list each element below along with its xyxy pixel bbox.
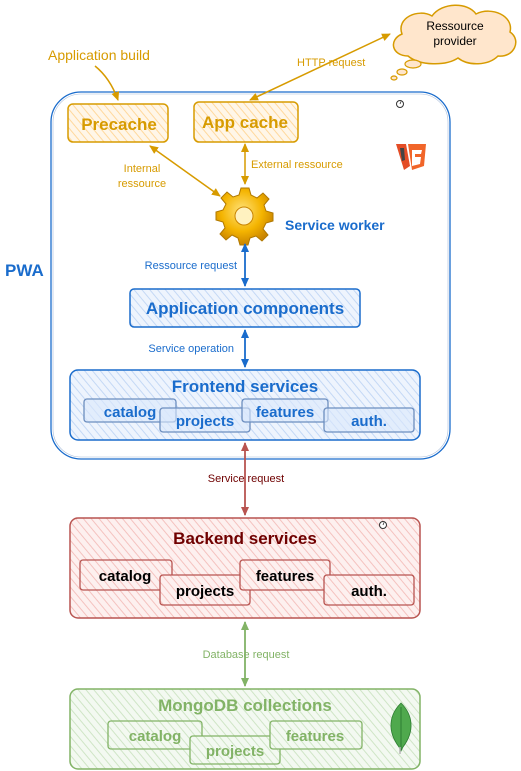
mongo-module-features-label: features: [286, 728, 344, 745]
mongo-module-catalog: catalog: [107, 720, 203, 750]
application-components-box: Application components: [129, 288, 361, 328]
backend-module-projects: projects: [159, 574, 251, 606]
external-ressource-label: External ressource: [251, 159, 343, 171]
frontend-module-catalog-label: catalog: [104, 404, 157, 421]
http-request-label: HTTP request: [297, 57, 365, 69]
frontend-module-auth: auth.: [323, 407, 415, 433]
service-worker-label: Service worker: [285, 217, 385, 233]
frontend-module-features: features: [241, 398, 329, 423]
backend-clock-icon: [379, 521, 387, 529]
frontend-module-auth-label: auth.: [351, 413, 387, 430]
internal-ressource-label-line1: Internal: [124, 163, 161, 175]
ressource-provider-cloud: Ressource provider: [390, 4, 517, 81]
database-request-label: Database request: [203, 649, 290, 661]
pwa-clock-icon: [396, 100, 404, 108]
backend-module-features-label: features: [256, 568, 314, 585]
backend-module-auth-label: auth.: [351, 583, 387, 600]
app-cache-box: App cache: [193, 101, 299, 143]
ressource-provider-label-line1: Ressource: [426, 19, 484, 33]
internal-ressource-label-line2: ressource: [118, 178, 166, 190]
precache-box: Precache: [67, 103, 169, 143]
mongodb-leaf-icon: [390, 702, 412, 754]
service-request-label: Service request: [208, 473, 284, 485]
mongo-module-projects: projects: [189, 735, 281, 765]
frontend-services-label: Frontend services: [172, 377, 318, 396]
http-request-arrow: [249, 33, 391, 101]
backend-module-features: features: [239, 559, 331, 591]
ressource-request-label: Ressource request: [145, 260, 237, 272]
backend-module-catalog: catalog: [79, 559, 173, 591]
backend-module-projects-label: projects: [176, 583, 234, 600]
frontend-module-catalog: catalog: [83, 398, 177, 423]
mongo-module-projects-label: projects: [206, 743, 264, 760]
mongodb-collections-label: MongoDB collections: [158, 696, 332, 715]
internal-ressource-arrow: [149, 145, 221, 197]
mongodb-collections-box: MongoDB collections catalog projects fea…: [69, 688, 421, 770]
mongo-module-catalog-label: catalog: [129, 728, 182, 745]
frontend-module-projects: projects: [159, 407, 251, 433]
app-cache-label: App cache: [202, 113, 288, 132]
backend-services-label: Backend services: [173, 529, 317, 548]
html5-logo-icon: [396, 144, 426, 170]
gear-icon: [215, 187, 274, 246]
backend-module-auth: auth.: [323, 574, 415, 606]
ressource-provider-label-line2: provider: [433, 34, 476, 48]
cloud-icon: [392, 4, 517, 65]
pwa-label: PWA: [5, 261, 44, 280]
frontend-services-box: Frontend services catalog projects featu…: [69, 369, 421, 441]
service-operation-label: Service operation: [148, 343, 234, 355]
backend-module-catalog-label: catalog: [99, 568, 152, 585]
precache-label: Precache: [81, 115, 157, 134]
frontend-module-features-label: features: [256, 404, 314, 421]
mongo-module-features: features: [269, 720, 363, 750]
backend-services-box: Backend services catalog projects featur…: [69, 517, 421, 619]
application-build-label: Application build: [48, 47, 150, 63]
application-components-label: Application components: [146, 299, 344, 318]
frontend-module-projects-label: projects: [176, 413, 234, 430]
application-build-arrow: [94, 65, 120, 101]
